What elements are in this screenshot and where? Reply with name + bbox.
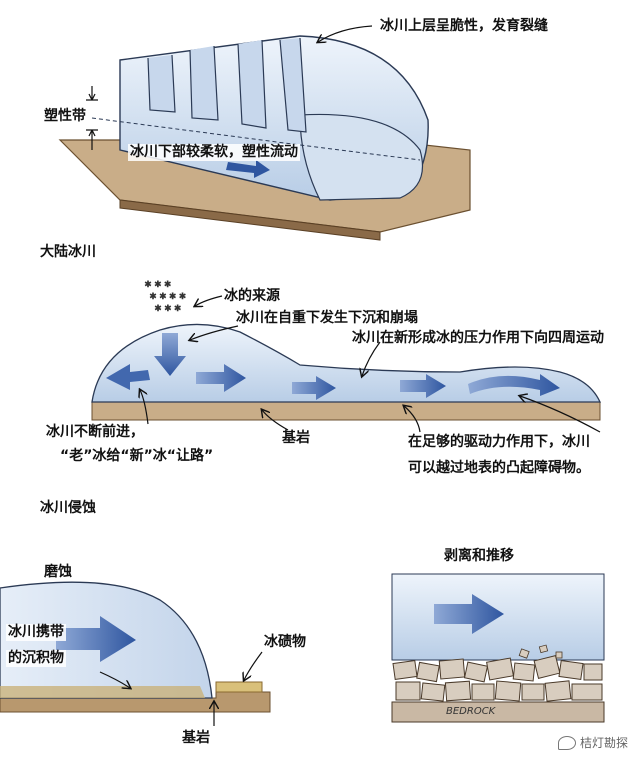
- panel-1-glacier-block: [58, 25, 471, 241]
- abrasion-ground: [0, 691, 271, 713]
- panel-2-continental-glacier: * * * * * * * * * *: [91, 279, 602, 433]
- label-moraine: 冰碛物: [264, 634, 306, 650]
- label-pressure-move: 冰川在新形成冰的压力作用下向四周运动: [352, 330, 604, 346]
- snowflakes: * * * * * * * * * *: [145, 279, 186, 318]
- glacier-front: [299, 113, 424, 201]
- arrow-right-2: [292, 376, 336, 400]
- sediment-layer: [0, 686, 205, 698]
- label-plucking: 剥离和推移: [444, 548, 514, 564]
- pointer-bedrock: [262, 410, 289, 431]
- pointer-source: [195, 295, 223, 306]
- plucked-debris: [518, 644, 563, 659]
- arrow-right-3: [400, 374, 446, 398]
- ground-2: [91, 401, 601, 421]
- label-ice-source: 冰的来源: [224, 288, 280, 304]
- crevasse-3: [237, 39, 267, 129]
- label-bedrock-3: 基岩: [182, 730, 210, 746]
- crevasse-2: [189, 45, 219, 121]
- pointer-hill: [520, 396, 601, 433]
- label-plastic-zone: 塑性带: [44, 108, 86, 124]
- label-drive-line1: 在足够的驱动力作用下，冰川: [408, 434, 590, 450]
- pluck-arrow: [434, 594, 504, 634]
- watermark-text: 桔灯勘探: [579, 736, 628, 750]
- pointer-advance: [140, 390, 149, 425]
- label-carry-line2: 的沉积物: [6, 650, 66, 667]
- label-carry-line1: 冰川携带: [6, 624, 66, 641]
- pointer-carry: [99, 671, 130, 688]
- abrasion-arrow: [56, 616, 136, 662]
- svg-text:* * *: * * *: [145, 279, 171, 293]
- panel-3-abrasion: [0, 581, 271, 726]
- label-abrasion: 磨蚀: [44, 564, 72, 580]
- crevasse-4: [279, 37, 307, 133]
- label-bedrock-en: BEDROCK: [446, 706, 496, 717]
- svg-text:* * *: * * *: [155, 303, 181, 317]
- arrow-down: [154, 333, 186, 376]
- plastic-bracket: [86, 86, 98, 150]
- bedrock-base: [391, 701, 605, 723]
- bedrock-blocks: [392, 655, 603, 702]
- label-sink-collapse: 冰川在自重下发生下沉和崩塌: [236, 310, 418, 326]
- pointer-sink: [190, 325, 239, 340]
- arrow-left: [106, 364, 150, 390]
- watermark: 桔灯勘探: [557, 734, 628, 751]
- title-continental-glacier: 大陆冰川: [40, 244, 96, 260]
- pointer-pressure: [362, 341, 381, 376]
- ground-edge: [119, 199, 381, 241]
- crevasse-1: [147, 54, 176, 113]
- label-brittle-top: 冰川上层呈脆性，发育裂缝: [380, 18, 548, 34]
- panel-3-plucking: [391, 573, 605, 723]
- pointer-drive: [404, 406, 421, 433]
- label-lower-flow: 冰川下部较柔软，塑性流动: [128, 144, 300, 161]
- title-glacier-erosion: 冰川侵蚀: [40, 500, 96, 516]
- label-drive-line2: 可以越过地表的凸起障碍物。: [408, 460, 590, 476]
- label-bedrock-2: 基岩: [282, 430, 310, 446]
- arrow-right-1: [196, 364, 246, 392]
- pointer-top: [318, 25, 373, 42]
- label-advance-line2: “老”冰给“新”冰“让路”: [60, 448, 214, 464]
- wechat-icon: [557, 735, 576, 750]
- svg-text:* * * *: * * * *: [150, 291, 185, 305]
- label-advance-line1: 冰川不断前进，: [46, 424, 144, 440]
- arrow-curve: [468, 374, 560, 396]
- plastic-zone-line: [91, 117, 421, 161]
- pointer-moraine: [244, 651, 263, 680]
- flow-arrow: [226, 160, 270, 178]
- moraine: [215, 681, 263, 693]
